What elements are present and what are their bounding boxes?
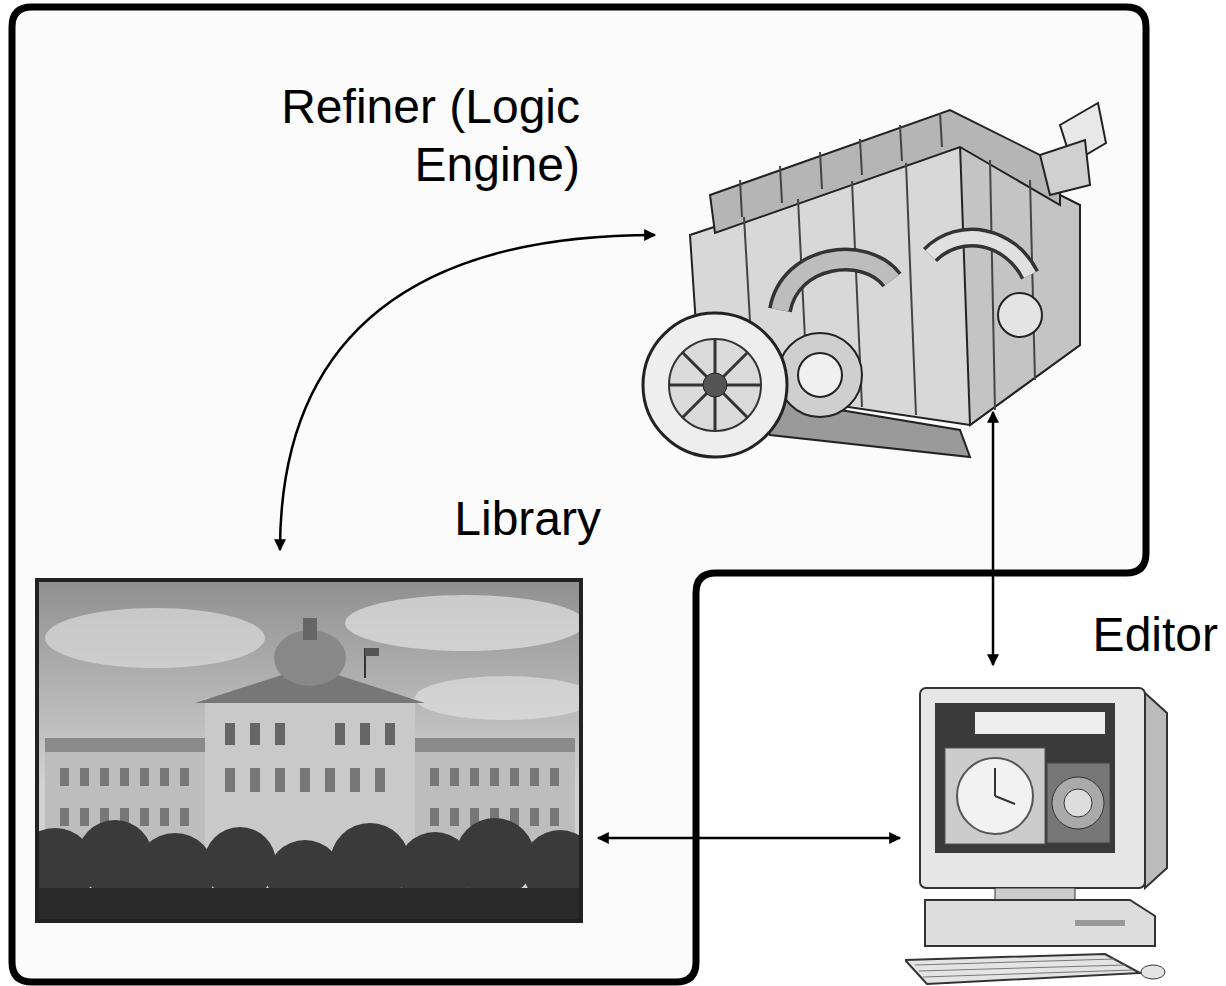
node-label: Library <box>454 490 601 548</box>
node-box: Editor <box>905 668 1170 986</box>
engine-illustration <box>630 85 1110 485</box>
connector <box>992 412 995 665</box>
node-label: Editor <box>1093 606 1218 664</box>
node-box: Refiner (Logic Engine) <box>640 90 1100 410</box>
computer-illustration <box>905 668 1170 986</box>
connector <box>280 235 655 550</box>
region-border <box>12 7 1146 982</box>
library-photo <box>35 578 583 923</box>
node-label: Refiner (Logic Engine) <box>160 78 580 193</box>
node-box: Library <box>35 578 583 923</box>
connector <box>598 837 900 840</box>
